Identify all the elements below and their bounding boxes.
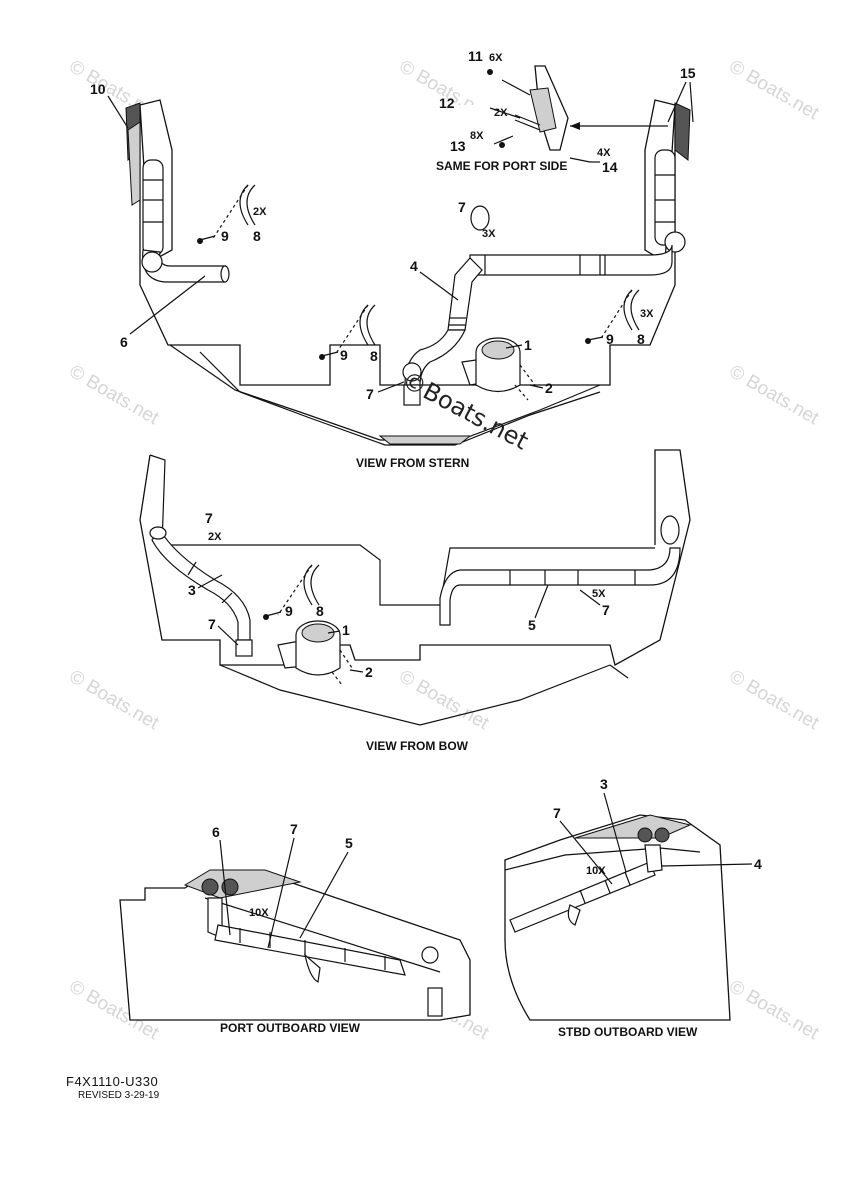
qty-4x: 4X	[597, 147, 611, 159]
callout-8: 8	[370, 348, 378, 364]
view-from-stern-caption: VIEW FROM STERN	[356, 456, 469, 470]
callout-7: 7	[458, 199, 466, 215]
watermark: © Boats.net	[66, 361, 163, 429]
callout-2: 2	[545, 380, 553, 396]
qty-10x: 10X	[249, 907, 269, 919]
stbd-outboard-view: 3 7 4 10X STBD OUTBOARD VIEW	[504, 776, 762, 1039]
bow-callouts: 7 2X 3 9 8 7 1 2 5X 7 5 VIEW FROM BOW	[188, 510, 610, 753]
bow-view	[139, 449, 691, 726]
watermark: © Boats.net	[726, 361, 823, 429]
callout-1: 1	[524, 337, 532, 353]
callout-6: 6	[212, 824, 220, 840]
callout-1: 1	[342, 622, 350, 638]
qty-6x: 6X	[489, 52, 503, 64]
qty-5x: 5X	[592, 588, 606, 600]
callout-10: 10	[90, 81, 106, 97]
qty-2x: 2X	[208, 531, 222, 543]
callout-3: 3	[600, 776, 608, 792]
callout-9: 9	[285, 603, 293, 619]
callout-9: 9	[221, 228, 229, 244]
watermark: © Boats.net	[726, 56, 823, 124]
callout-4: 4	[754, 856, 762, 872]
callout-3: 3	[188, 582, 196, 598]
stbd-outboard-view-caption: STBD OUTBOARD VIEW	[558, 1025, 698, 1039]
callout-9: 9	[606, 331, 614, 347]
callout-7: 7	[553, 805, 561, 821]
callout-7: 7	[366, 386, 374, 402]
stern-view	[125, 99, 691, 446]
callout-12: 12	[439, 95, 455, 111]
callout-14: 14	[602, 159, 618, 175]
callout-2: 2	[365, 664, 373, 680]
qty-3x: 3X	[640, 308, 654, 320]
watermark: © Boats.net	[726, 666, 823, 734]
watermark: © Boats.net	[726, 976, 823, 1044]
callout-5: 5	[345, 835, 353, 851]
callout-7: 7	[602, 602, 610, 618]
port-outboard-view-caption: PORT OUTBOARD VIEW	[220, 1021, 361, 1035]
callout-11: 11	[468, 48, 483, 64]
callout-15: 15	[680, 65, 696, 81]
revised-date: REVISED 3-29-19	[78, 1090, 160, 1101]
callout-7: 7	[208, 616, 216, 632]
callout-13: 13	[450, 138, 466, 154]
part-number: F4X1110-U330	[66, 1074, 159, 1089]
inset-detail: 11 6X 12 2X 8X 13 4X 14 SAME FOR PORT SI…	[436, 48, 696, 175]
callout-8: 8	[316, 603, 324, 619]
qty-2x: 2X	[494, 107, 508, 119]
view-from-bow-caption: VIEW FROM BOW	[366, 739, 469, 753]
callout-8: 8	[637, 331, 645, 347]
callout-6: 6	[120, 334, 128, 350]
port-outboard-view: 6 7 5 10X PORT OUTBOARD VIEW	[119, 821, 471, 1035]
watermark: © Boats.net	[66, 666, 163, 734]
callout-5: 5	[528, 617, 536, 633]
callout-7: 7	[205, 510, 213, 526]
qty-8x: 8X	[470, 130, 484, 142]
qty-2x: 2X	[253, 206, 267, 218]
callout-9: 9	[340, 347, 348, 363]
same-for-port-side-note: SAME FOR PORT SIDE	[436, 159, 567, 173]
callout-7: 7	[290, 821, 298, 837]
watermark: © Boats.net	[396, 666, 493, 734]
callout-4: 4	[410, 258, 418, 274]
qty-3x: 3X	[482, 228, 496, 240]
qty-10x: 10X	[586, 865, 606, 877]
callout-8: 8	[253, 228, 261, 244]
